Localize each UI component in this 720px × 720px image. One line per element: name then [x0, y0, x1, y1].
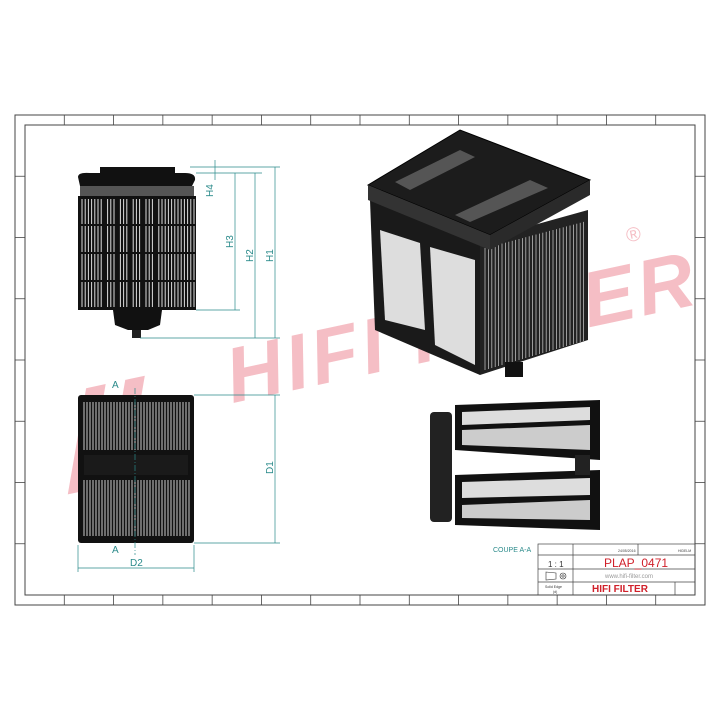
projection-symbol-icon — [545, 571, 567, 581]
edge-note: Solid Edge — [545, 585, 562, 589]
dim-h4: H4 — [205, 184, 216, 197]
section-mark-top: A — [112, 380, 119, 391]
title-block — [537, 543, 696, 596]
watermark-registered: ® — [624, 223, 643, 248]
dim-d1: D1 — [265, 461, 276, 474]
title-date: 24/05/2016 — [618, 549, 636, 553]
bottom-dimensions — [77, 388, 280, 572]
part-number: PLAP_0471 — [604, 556, 668, 570]
title-scale: 1 : 1 — [548, 560, 564, 569]
dim-h2: H2 — [245, 249, 256, 262]
frame-ruler — [15, 115, 705, 605]
website: www.hifi-filter.com — [604, 574, 653, 580]
section-label: COUPE A-A — [493, 547, 531, 554]
section-view — [430, 400, 600, 530]
dim-h3: H3 — [225, 235, 236, 248]
bottom-view — [78, 395, 194, 543]
front-view — [78, 167, 196, 338]
brand-name: HIFI FILTER — [592, 584, 649, 595]
isometric-view — [366, 129, 592, 377]
edge-note-sub: (d) — [553, 590, 557, 594]
front-dimensions — [140, 160, 280, 339]
dim-d2: D2 — [130, 558, 143, 569]
title-drawn-by: HIDELM — [678, 549, 691, 553]
section-mark-bottom: A — [112, 545, 119, 556]
dim-h1: H1 — [265, 249, 276, 262]
